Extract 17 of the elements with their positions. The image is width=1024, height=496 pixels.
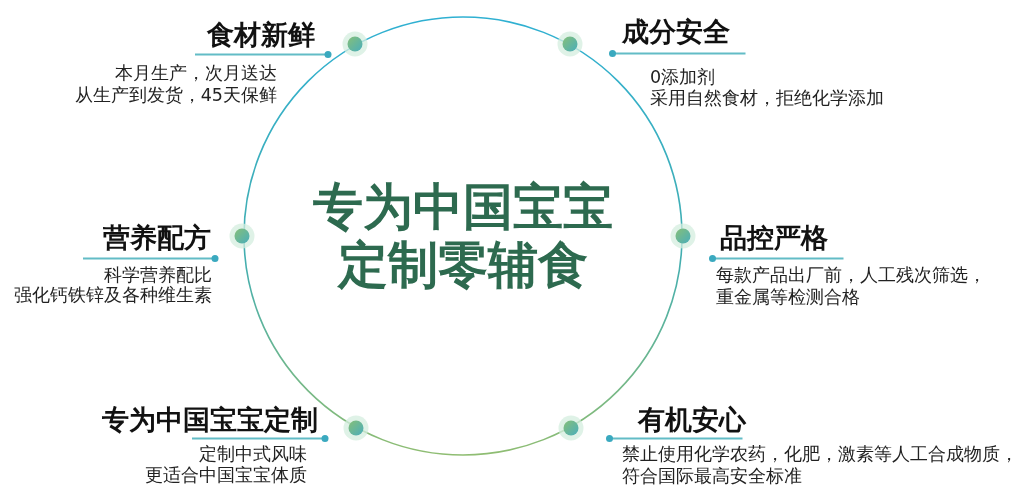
feature-description: 更适合中国宝宝体质 xyxy=(145,464,307,486)
feature-description: 采用自然食材，拒绝化学添加 xyxy=(650,87,884,109)
feature-description: 本月生产，次月送达 xyxy=(115,62,277,84)
feature-description: 每款产品出厂前，人工残次筛选，重金属等检测合格 xyxy=(716,264,987,308)
feature-heading: 成分安全 xyxy=(622,18,730,45)
feature-description: 禁止使用化学农药，化肥，激素等人工合成物质，符合国际最高安全标准 xyxy=(622,443,1019,487)
feature-description: 强化钙铁锌及各种维生素 xyxy=(14,284,212,306)
feature-description: 科学营养配比 xyxy=(104,264,212,286)
feature-heading: 有机安心 xyxy=(638,406,746,433)
feature-heading: 营养配方 xyxy=(103,224,211,251)
feature-description: 从生产到发货，45天保鲜 xyxy=(74,84,277,106)
feature-heading: 食材新鲜 xyxy=(207,21,315,48)
feature-description: 定制中式风味 xyxy=(199,443,307,465)
feature-description: 0添加剂 xyxy=(650,66,716,88)
circle-title: 专为中国宝宝定制零辅食 xyxy=(311,178,614,294)
feature-heading: 品控严格 xyxy=(720,224,828,251)
feature-heading: 专为中国宝宝定制 xyxy=(102,406,318,433)
